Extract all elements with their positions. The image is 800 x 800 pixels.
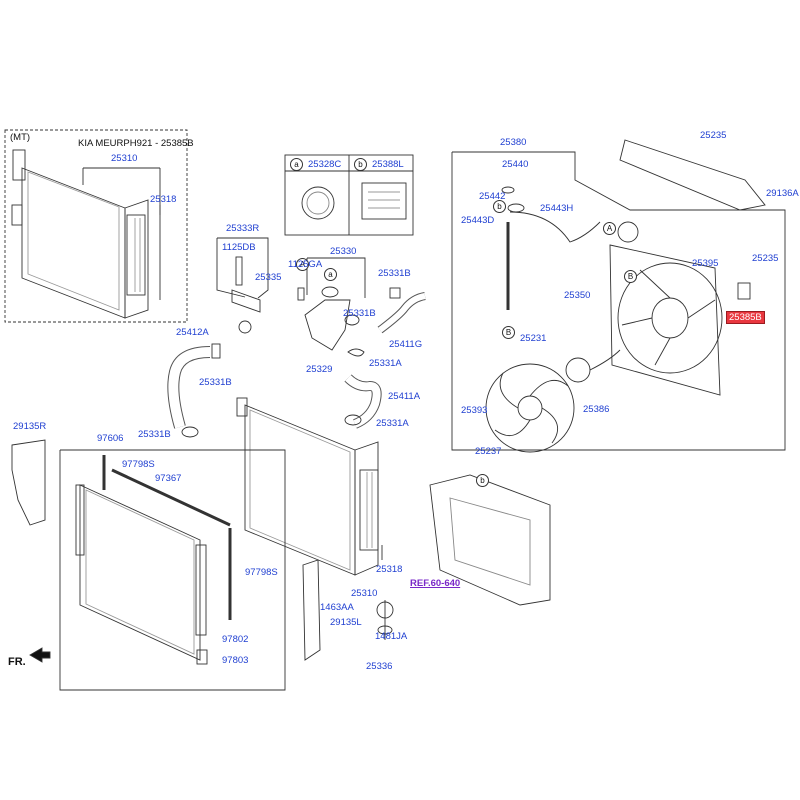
part-25328c[interactable]: 25328C	[308, 159, 342, 170]
fan-shroud-drawing	[609, 221, 723, 396]
part-25235-1[interactable]: 25235	[700, 130, 727, 141]
part-25336[interactable]: 25336	[366, 661, 393, 672]
part-97367[interactable]: 97367	[155, 473, 182, 484]
marker-B-hose: B	[502, 326, 515, 339]
part-97802[interactable]: 97802	[222, 634, 249, 645]
part-25411a[interactable]: 25411A	[388, 391, 421, 402]
part-25380[interactable]: 25380	[500, 137, 527, 148]
part-1481ja[interactable]: 1481JA	[375, 631, 408, 642]
clamp-drawing	[389, 287, 401, 299]
ref-60-640-link[interactable]: REF.60-640	[410, 578, 461, 589]
part-25331a-2[interactable]: 25331A	[376, 418, 409, 429]
part-1125ga[interactable]: 1125GA	[288, 259, 323, 270]
part-1125db[interactable]: 1125DB	[222, 242, 256, 253]
part-25310-top[interactable]: 25310	[111, 153, 138, 164]
motor-drawing	[565, 357, 591, 383]
marker-b-reservoir: b	[493, 200, 506, 213]
reservoir-hose-drawing	[509, 211, 601, 243]
part-25330[interactable]: 25330	[330, 246, 357, 257]
condenser-drawing	[75, 484, 207, 661]
part-25318-bot[interactable]: 25318	[376, 564, 403, 575]
bracket-drawing	[231, 256, 261, 334]
part-25388l[interactable]: 25388L	[372, 159, 404, 170]
mt-radiator-drawing	[11, 149, 149, 319]
part-25331b-2[interactable]: 25331B	[343, 308, 376, 319]
water-outlet-drawing	[297, 286, 365, 357]
part-25310-bot[interactable]: 25310	[351, 588, 378, 599]
part-97798s-1[interactable]: 97798S	[122, 459, 155, 470]
part-25331b-3[interactable]: 25331B	[199, 377, 232, 388]
cap-inset-table	[284, 154, 414, 236]
part-25331b-4[interactable]: 25331B	[138, 429, 171, 440]
part-25395[interactable]: 25395	[692, 258, 719, 269]
part-97803[interactable]: 97803	[222, 655, 249, 666]
front-direction-label: FR.	[8, 656, 26, 668]
part-25331b-1[interactable]: 25331B	[378, 268, 411, 279]
resistor-drawing	[737, 282, 751, 300]
part-25335[interactable]: 25335	[255, 272, 282, 283]
part-25329[interactable]: 25329	[306, 364, 333, 375]
kia-part-note: KIA MEURPH921 - 25385B	[78, 138, 194, 149]
part-25237[interactable]: 25237	[475, 446, 502, 457]
part-25231[interactable]: 25231	[520, 333, 547, 344]
fan-assembly-box	[451, 151, 786, 451]
air-guard-right-drawing	[11, 439, 46, 526]
main-radiator-drawing	[236, 397, 379, 576]
air-guard-left-drawing	[302, 559, 321, 661]
part-25333r[interactable]: 25333R	[226, 223, 260, 234]
front-arrow-icon	[29, 647, 51, 663]
part-29135l[interactable]: 29135L	[330, 617, 362, 628]
mt-note: (MT)	[10, 132, 31, 143]
marker-a-inset: a	[290, 158, 303, 171]
part-97798s-2[interactable]: 97798S	[245, 567, 278, 578]
part-25235-2[interactable]: 25235	[752, 253, 779, 264]
mt-radiator-box	[4, 129, 188, 323]
part-25411g[interactable]: 25411G	[389, 339, 423, 350]
part-25440[interactable]: 25440	[502, 159, 529, 170]
part-25385b-highlighted[interactable]: 25385B	[726, 311, 765, 324]
marker-b-carrier: b	[476, 474, 489, 487]
part-1463aa[interactable]: 1463AA	[320, 602, 354, 613]
marker-A-fan: A	[603, 222, 616, 235]
marker-B-fan: B	[624, 270, 637, 283]
part-25318-top[interactable]: 25318	[150, 194, 177, 205]
part-25412a[interactable]: 25412A	[176, 327, 209, 338]
part-29136a[interactable]: 29136A	[766, 188, 799, 199]
fan-drawing	[485, 363, 575, 453]
part-25442[interactable]: 25442	[479, 191, 506, 202]
marker-a-outlet: a	[324, 268, 337, 281]
part-25386[interactable]: 25386	[583, 404, 610, 415]
part-25443d[interactable]: 25443D	[461, 215, 495, 226]
part-25443h[interactable]: 25443H	[540, 203, 574, 214]
upper-cover-drawing	[619, 139, 766, 211]
part-25331a-1[interactable]: 25331A	[369, 358, 402, 369]
part-25350[interactable]: 25350	[564, 290, 591, 301]
part-25393[interactable]: 25393	[461, 405, 488, 416]
part-29135r[interactable]: 29135R	[13, 421, 47, 432]
marker-b-inset: b	[354, 158, 367, 171]
part-97606[interactable]: 97606	[97, 433, 124, 444]
marker-A-outlet: A	[296, 258, 309, 271]
condenser-box	[59, 449, 286, 691]
front-carrier-drawing	[429, 474, 551, 606]
